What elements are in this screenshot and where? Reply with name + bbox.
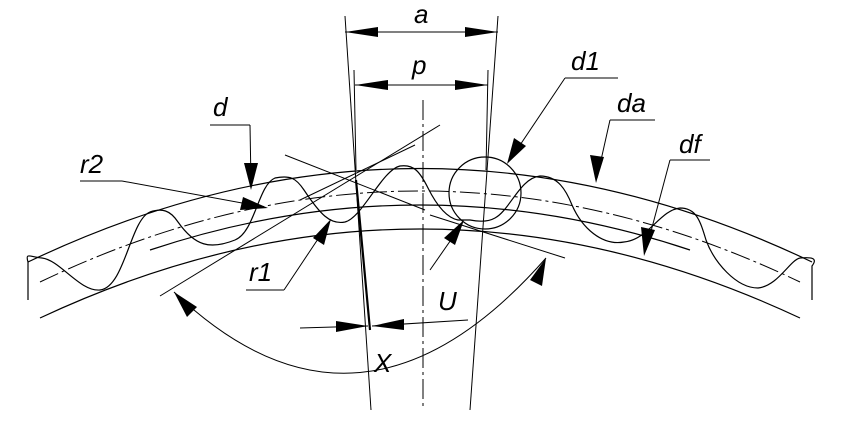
pitch-circle-arc: [39, 190, 801, 283]
leader-r2: [121, 180, 265, 208]
leader-u-arrow: [444, 220, 464, 245]
leader-df-arrow: [641, 227, 655, 256]
leader-r2-arrow: [240, 197, 268, 210]
dim-x-arrow-left: [336, 321, 368, 332]
label-a: a: [414, 0, 428, 29]
dim-p-arrow-left: [355, 80, 388, 90]
angle-arc-arrow-right: [530, 258, 546, 286]
x-offset-line: [354, 179, 372, 331]
label-df: df: [679, 129, 703, 159]
dim-p-arrow-right: [455, 80, 488, 90]
roller-center-line-right: [469, 15, 499, 411]
leader-d-arrow: [244, 163, 258, 190]
label-d1: d1: [571, 46, 600, 76]
angle-arc-arrow-left: [174, 292, 197, 317]
roller-circle: [448, 156, 522, 230]
construction-line-4: [429, 214, 566, 259]
tip-circle-arc: [27, 168, 813, 263]
pitch-right-line: [485, 69, 489, 171]
tooth-profile: [26, 165, 815, 300]
construction-line-2: [299, 144, 416, 201]
label-X: X: [373, 348, 393, 378]
leader-da-arrow: [590, 155, 604, 183]
angle-arc: [173, 257, 547, 374]
leader-r1-arrow: [313, 219, 331, 245]
dim-a-arrow-left: [345, 27, 378, 37]
label-r1: r1: [249, 257, 272, 287]
label-d: d: [213, 92, 229, 122]
construction-line-3: [159, 124, 441, 297]
label-r2: r2: [80, 149, 104, 179]
dim-x-arrow-right: [372, 319, 404, 330]
pitch-left-line: [353, 69, 357, 171]
leader-d1-arrow: [507, 138, 526, 164]
label-da: da: [617, 88, 646, 118]
construction-line-1: [284, 154, 426, 211]
dim-a-arrow-right: [465, 27, 498, 37]
label-U: U: [438, 286, 457, 316]
root-circle-arc: [39, 228, 801, 319]
label-p: p: [411, 50, 426, 80]
inner-circle-arc: [149, 204, 691, 251]
